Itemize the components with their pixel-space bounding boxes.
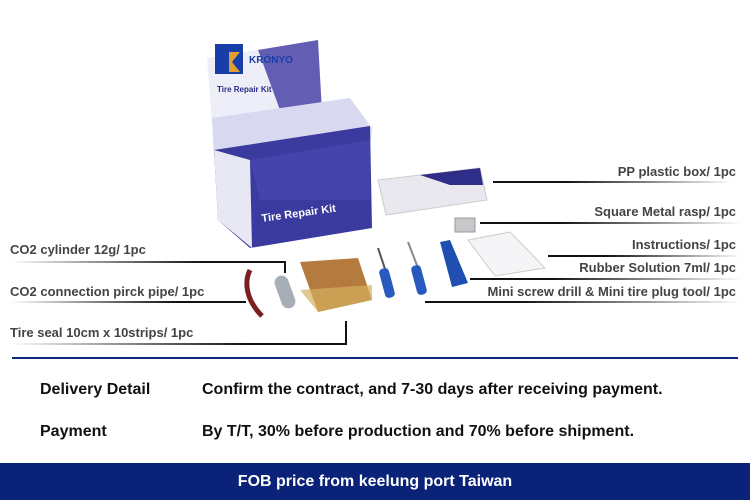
box-lid-title: Tire Repair Kit (217, 85, 272, 94)
brand-logo-text: KRÖNYO (249, 53, 293, 66)
delivery-detail-label: Delivery Detail (40, 381, 151, 398)
leader-line (480, 222, 742, 224)
label-instructions: Instructions/ 1pc (631, 237, 736, 252)
instructions-sheet (467, 231, 547, 277)
payment-value: By T/T, 30% before production and 70% be… (202, 423, 635, 440)
leader-line (470, 278, 742, 280)
co2-cylinder (274, 275, 296, 309)
label-co2-cylinder: CO2 cylinder 12g/ 1pc (10, 242, 146, 257)
label-screw-tools: Mini screw drill & Mini tire plug tool/ … (487, 284, 736, 299)
display-box: KRÖNYO Tire Repair Kit Tire Repair Kit (207, 40, 372, 248)
fob-price-banner: FOB price from keelung port Taiwan (0, 463, 750, 500)
section-divider (12, 357, 738, 359)
leader-line (10, 343, 347, 345)
payment-label: Payment (40, 423, 107, 440)
label-metal-rasp: Square Metal rasp/ 1pc (594, 204, 736, 219)
leader-line (425, 301, 742, 303)
rubber-solution-tube (440, 240, 468, 287)
pp-plastic-box (377, 167, 488, 216)
screw-tools (377, 241, 427, 298)
leader-line (345, 321, 347, 345)
metal-rasp (454, 217, 476, 233)
leader-line (10, 261, 286, 263)
co2-connection-pipe (244, 268, 264, 318)
label-tire-seal: Tire seal 10cm x 10strips/ 1pc (10, 325, 194, 340)
leader-line (10, 301, 246, 303)
product-illustration: KRÖNYO Tire Repair Kit Tire Repair Kit (207, 40, 547, 318)
label-rubber-solution: Rubber Solution 7ml/ 1pc (579, 260, 736, 275)
label-pp-plastic-box: PP plastic box/ 1pc (617, 164, 736, 179)
leader-line (548, 255, 742, 257)
leader-line (284, 261, 286, 273)
label-co2-pipe: CO2 connection pirck pipe/ 1pc (10, 284, 205, 299)
leader-line (493, 181, 733, 183)
delivery-detail-value: Confirm the contract, and 7-30 days afte… (202, 381, 663, 398)
